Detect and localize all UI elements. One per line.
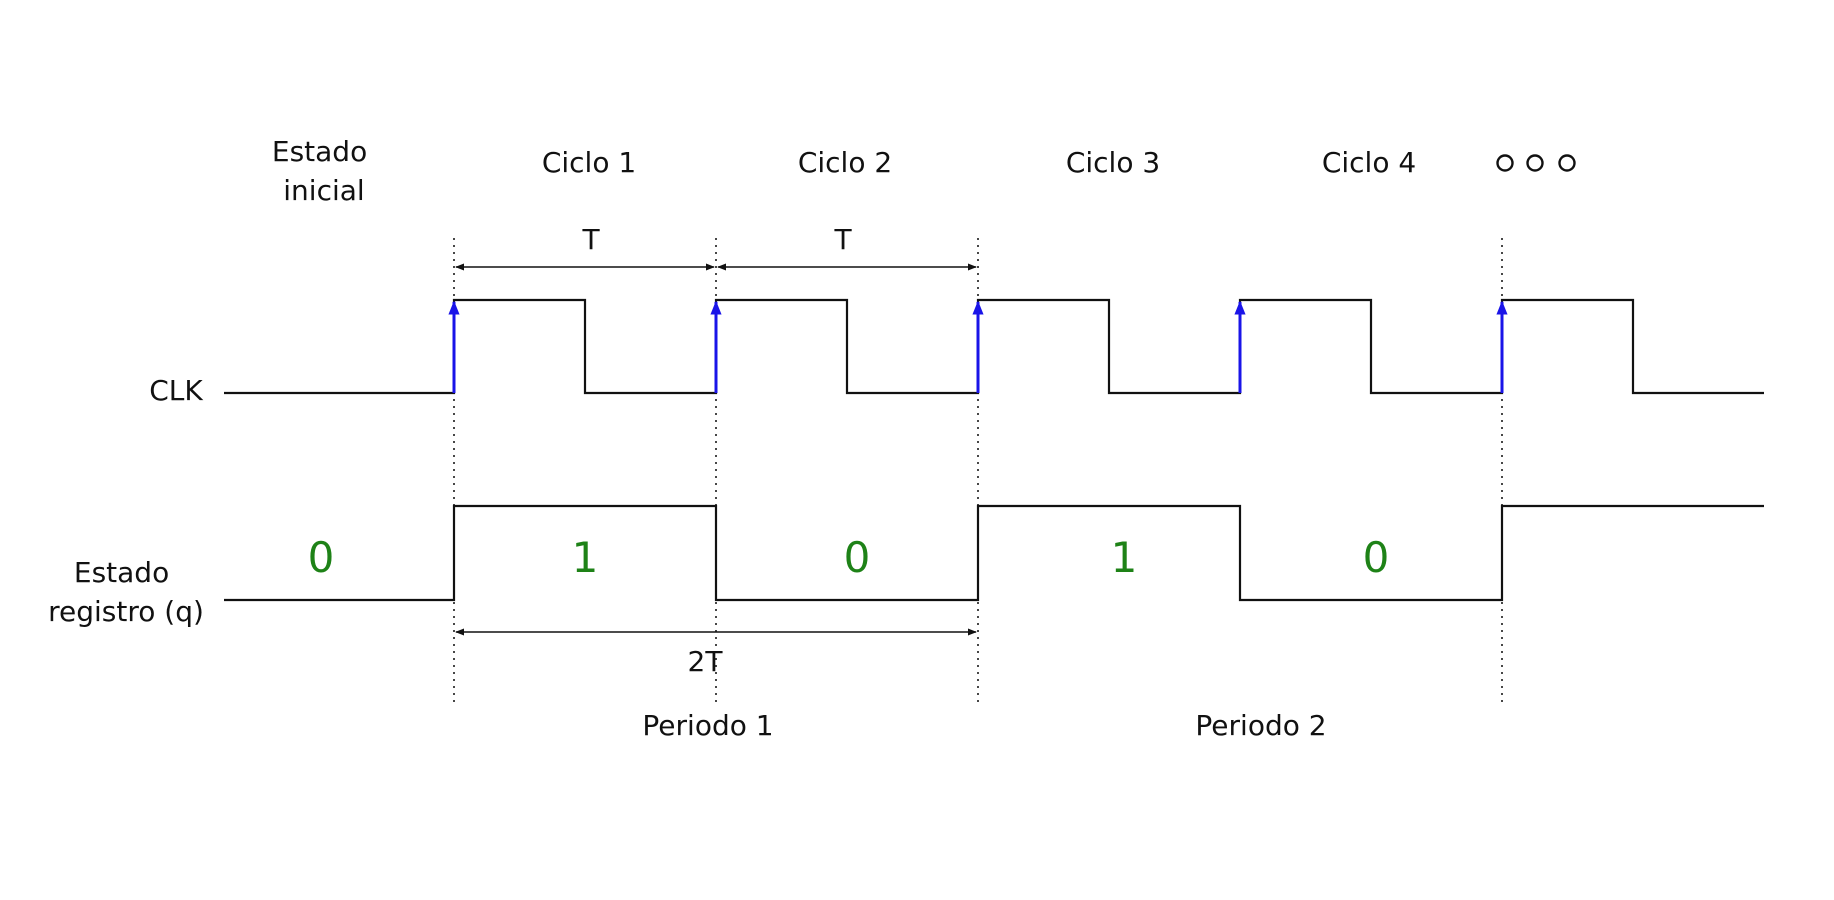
cycle-label-4: Ciclo 4 [1322,146,1416,179]
initial-state-label-line1: Estado [272,135,367,168]
initial-state-label: Estado inicial [272,135,376,207]
register-value-cycle-1: 1 [572,533,599,582]
register-state-label: Estado registro (q) [48,556,204,628]
cycle-period-label-2: T [833,223,852,256]
continuation-dots-icon [1496,154,1576,172]
clk-label: CLK [149,374,203,407]
cycle-period-label-1: T [581,223,600,256]
register-value-cycle-3: 1 [1111,533,1138,582]
register-value-cycle-4: 0 [1363,533,1390,582]
initial-state-label-line2: inicial [283,174,364,207]
register-value-initial: 0 [308,533,335,582]
register-period-label: 2T [688,645,724,678]
cycle-label-1: Ciclo 1 [542,146,636,179]
period-label-1: Periodo 1 [642,709,773,742]
period-label-2: Periodo 2 [1195,709,1326,742]
register-state-label-line1: Estado [74,556,169,589]
register-value-cycle-2: 0 [844,533,871,582]
register-state-waveform [224,504,1764,602]
cycle-label-2: Ciclo 2 [798,146,892,179]
cycle-label-3: Ciclo 3 [1066,146,1160,179]
register-state-label-line2: registro (q) [48,595,204,628]
